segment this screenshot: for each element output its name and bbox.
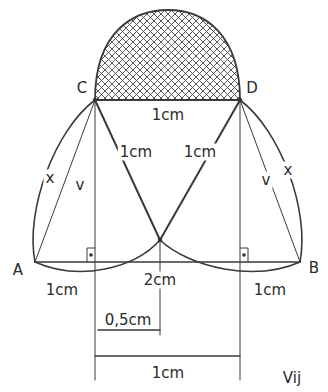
dimension-line xyxy=(98,329,160,330)
base-ab xyxy=(35,261,300,262)
point-d xyxy=(238,98,242,102)
dimension-line xyxy=(95,355,240,356)
side-cd xyxy=(95,99,240,101)
angle-dot xyxy=(242,253,246,257)
sketch-label: 0,5cm xyxy=(103,312,154,329)
right-arc xyxy=(160,100,302,271)
point-m xyxy=(158,238,162,242)
sketch-label: x xyxy=(44,170,57,187)
point-c xyxy=(93,98,97,102)
sketch-label: v xyxy=(74,177,87,194)
sketch-label: 1cm xyxy=(182,144,218,161)
sketch-label: 2cm xyxy=(142,272,178,289)
vertical-d xyxy=(240,100,241,380)
sketch-label: 1cm xyxy=(150,107,186,124)
left-arc xyxy=(33,100,160,271)
right-angle xyxy=(240,248,248,262)
sketch-label: v xyxy=(260,172,273,189)
hatched-segment xyxy=(95,10,240,100)
sketch-label: 1cm xyxy=(118,144,154,161)
vertical-c xyxy=(95,100,96,380)
sketch-label: 1cm xyxy=(150,365,186,382)
chord-ca xyxy=(35,100,95,262)
sketch-label: 1cm xyxy=(252,282,288,299)
sketch-label: A xyxy=(11,262,25,279)
sketch-label: C xyxy=(75,80,89,97)
sketch-label: Vij xyxy=(281,370,303,387)
sketch-label: D xyxy=(244,80,260,97)
sketch-label: B xyxy=(307,260,321,277)
sketch-label: x xyxy=(282,162,295,179)
angle-dot xyxy=(89,253,93,257)
sketch-label: 1cm xyxy=(44,282,80,299)
right-angle xyxy=(87,248,95,262)
